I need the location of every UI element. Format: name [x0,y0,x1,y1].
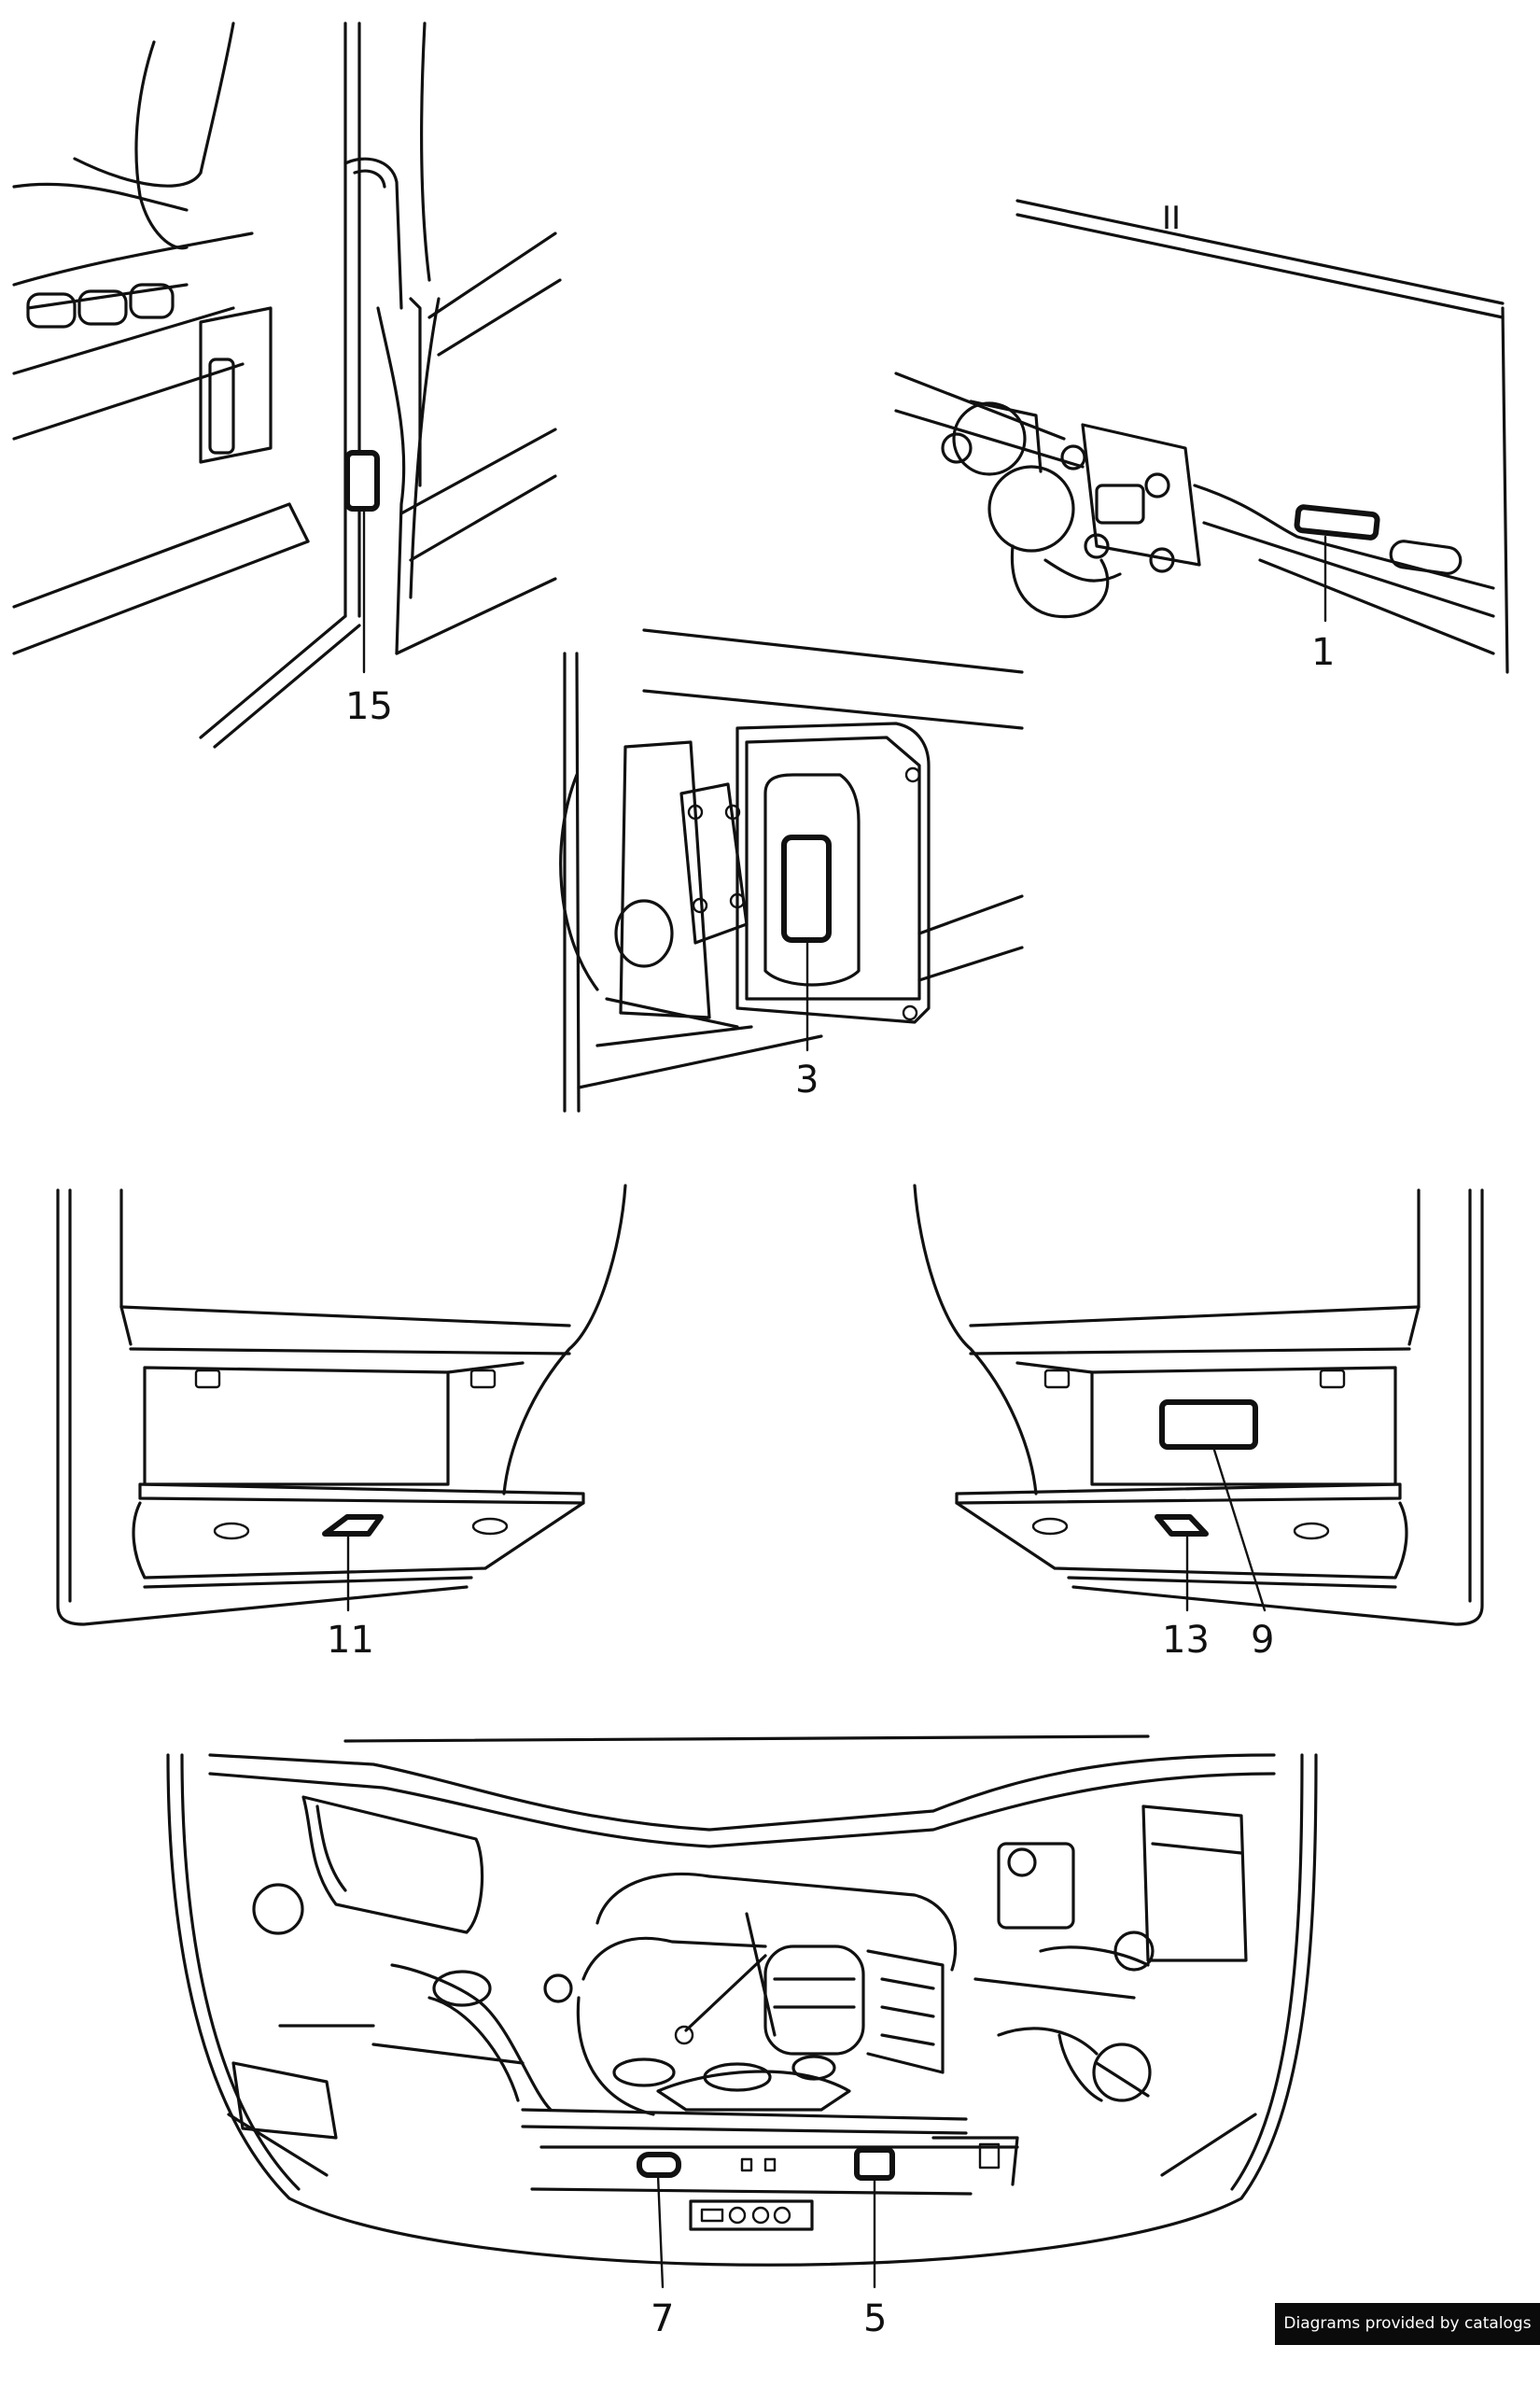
label-plate-3 [781,835,832,943]
label-plate-9 [1159,1399,1258,1450]
roman-mark: II [1162,200,1181,237]
callout-9: 9 [1251,1619,1274,1662]
callout-3: 3 [795,1059,819,1102]
callout-15: 15 [345,685,393,728]
callout-11: 11 [327,1619,374,1662]
door-pillar-view: 15 [12,21,562,749]
label-plate-1 [1294,504,1380,541]
credit-banner: Diagrams provided by catalogs parts [1275,2303,1540,2375]
label-plate-13 [1155,1514,1209,1537]
callout-7: 7 [651,2297,674,2340]
left-cargo-view: 11 [56,1184,627,1662]
right-cargo-view: 9 13 [913,1184,1484,1662]
callout-5: 5 [863,2297,887,2340]
callout-1: 1 [1311,631,1335,674]
engine-bay-view: 7 5 [166,1734,1318,2340]
label-plate-7 [637,2152,681,2178]
leader-line-7 [656,2173,665,2289]
tow-hitch-view: II 1 [894,199,1509,674]
label-plate-5 [854,2147,895,2181]
label-plate-11 [322,1514,384,1537]
callout-13: 13 [1162,1619,1210,1662]
label-plate-15 [344,450,380,512]
leader-line-9 [1211,1445,1267,1612]
rear-box-view: 3 [559,628,1024,1113]
